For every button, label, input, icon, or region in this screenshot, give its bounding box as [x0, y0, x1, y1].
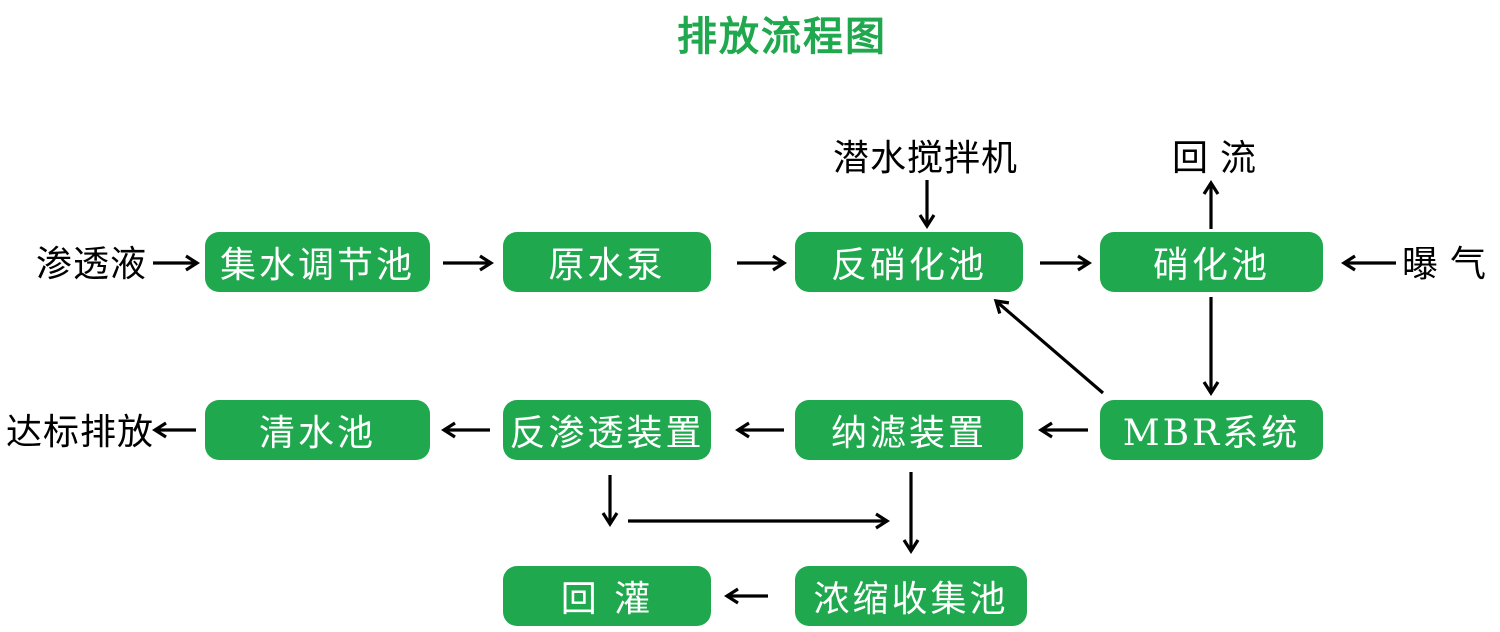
node-reinjection: 回 灌 — [503, 566, 711, 626]
node-raw-water-pump: 原水泵 — [503, 232, 711, 292]
node-mbr-system: MBR系统 — [1100, 400, 1323, 460]
label-aeration: 曝 气 — [1402, 243, 1488, 284]
label-standard-discharge: 达标排放 — [6, 411, 155, 452]
node-nitrification-tank: 硝化池 — [1100, 232, 1323, 292]
label-reflux: 回 流 — [1172, 137, 1258, 178]
node-nanofiltration-unit: 纳滤装置 — [795, 400, 1023, 460]
node-clear-water-tank: 清水池 — [205, 400, 430, 460]
arrow-mbr-to-denitrification — [993, 299, 1105, 395]
node-concentrate-collection-tank: 浓缩收集池 — [795, 566, 1027, 626]
node-collection-tank: 集水调节池 — [205, 232, 430, 292]
page-title: 排放流程图 — [677, 15, 887, 59]
label-influent: 渗透液 — [36, 243, 148, 284]
node-reverse-osmosis-unit: 反渗透装置 — [503, 400, 711, 460]
label-submersible-mixer: 潜水搅拌机 — [833, 137, 1019, 178]
node-denitrification-tank: 反硝化池 — [795, 232, 1023, 292]
